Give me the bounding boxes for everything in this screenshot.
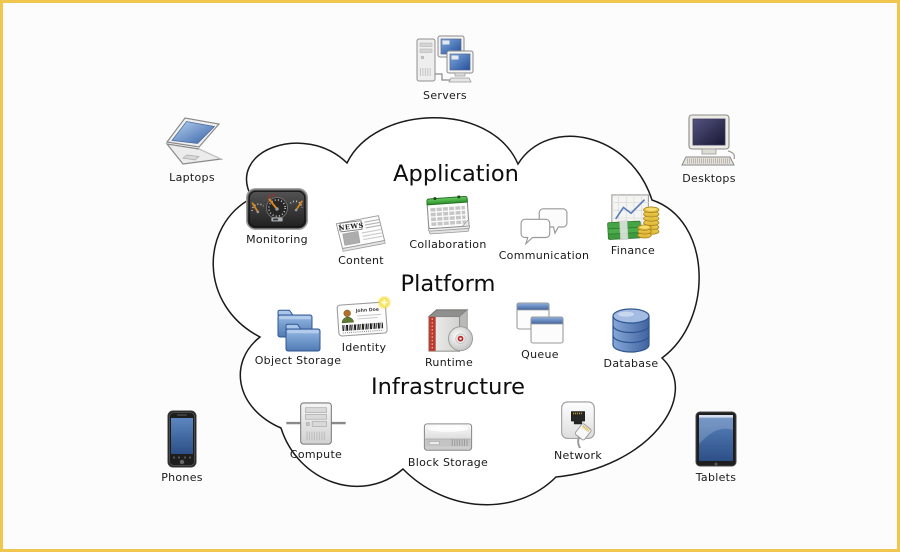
phones-label: Phones [161, 471, 203, 484]
compute-icon [286, 402, 346, 445]
cloud-item-block-storage: Block Storage [393, 421, 503, 469]
finance-label: Finance [610, 244, 656, 257]
cloud-item-content: NEWS Content [306, 213, 416, 267]
identity-name-text: John Doe [355, 307, 380, 315]
communication-icon [520, 208, 568, 246]
database-icon [612, 308, 650, 353]
cloud-item-object-storage: Object Storage [243, 303, 353, 367]
queue-icon [516, 302, 564, 344]
device-phones: Phones [127, 410, 237, 484]
desktops-icon [681, 114, 735, 166]
queue-label: Queue [521, 348, 559, 361]
cloud-item-database: Database [576, 306, 686, 370]
cloud-item-network: Network [523, 400, 633, 462]
identity-icon: John Doe [336, 295, 392, 337]
layer-title-platform: Platform [400, 271, 496, 297]
layer-title-infrastructure: Infrastructure [371, 374, 525, 400]
layer-title-application: Application [393, 161, 519, 187]
desktops-label: Desktops [682, 172, 736, 185]
phones-icon [167, 410, 197, 468]
object-storage-label: Object Storage [254, 354, 342, 367]
block-storage-label: Block Storage [407, 456, 489, 469]
cloud-item-runtime: Runtime [394, 307, 504, 369]
collaboration-label: Collaboration [409, 238, 487, 251]
runtime-icon [427, 309, 474, 353]
compute-label: Compute [289, 448, 343, 461]
tablets-icon [695, 411, 737, 467]
communication-label: Communication [498, 249, 590, 262]
cloud-item-collaboration: Collaboration [393, 191, 503, 251]
object-storage-icon [277, 309, 321, 352]
cloud-item-monitoring: Monitoring [222, 186, 332, 246]
servers-icon [416, 35, 474, 83]
laptops-icon [165, 117, 224, 165]
cloud-item-compute: Compute [261, 401, 371, 461]
news-masthead-text: NEWS [338, 221, 364, 232]
collaboration-icon [426, 195, 470, 235]
monitoring-icon [246, 188, 308, 230]
laptops-label: Laptops [169, 171, 215, 184]
finance-icon [607, 194, 660, 241]
device-desktops: Desktops [654, 113, 764, 185]
cloud-item-finance: Finance [578, 193, 688, 257]
runtime-label: Runtime [424, 356, 474, 369]
content-label: Content [338, 254, 384, 267]
tablets-label: Tablets [695, 471, 737, 484]
cloud-item-identity: John Doe Identity [309, 294, 419, 354]
device-servers: Servers [390, 34, 500, 102]
device-laptops: Laptops [137, 114, 247, 184]
cloud-item-communication: Communication [489, 206, 599, 262]
device-tablets: Tablets [661, 410, 771, 484]
block-storage-icon [423, 423, 473, 451]
network-icon [561, 401, 595, 448]
servers-label: Servers [423, 89, 467, 102]
identity-label: Identity [341, 341, 387, 354]
database-label: Database [603, 357, 659, 370]
monitoring-label: Monitoring [246, 233, 308, 246]
network-label: Network [553, 449, 603, 462]
cloud-item-queue: Queue [485, 301, 595, 361]
content-icon: NEWS [335, 215, 386, 252]
